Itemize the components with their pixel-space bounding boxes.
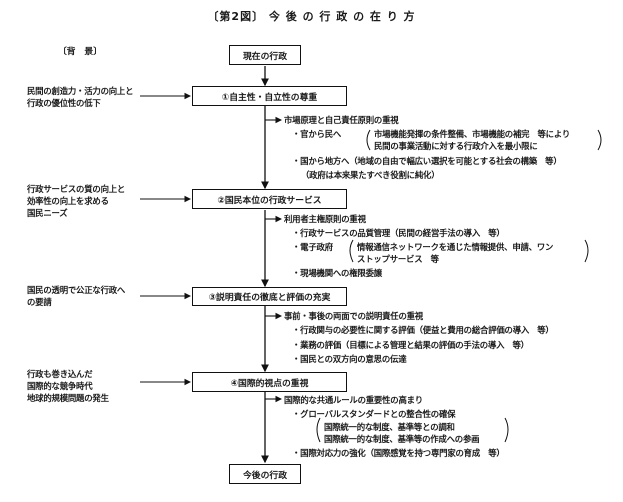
stage-4-detail-heading: 国際的な共通ルールの重要性の高まり bbox=[284, 395, 423, 405]
stage-1-box: ①自主性・自立性の尊重 bbox=[192, 86, 347, 106]
stage-4-detail-3: 国際統一的な制度、基準等との調和 bbox=[324, 422, 455, 432]
bracket-4-right bbox=[504, 417, 509, 443]
bracket-2-left bbox=[349, 239, 354, 263]
bracket-2-right bbox=[584, 239, 589, 263]
stage-2-detail-3: ・電子政府 bbox=[292, 242, 333, 252]
background-3-line-2: の要請 bbox=[27, 297, 52, 307]
background-heading: 〔背 景〕 bbox=[58, 47, 102, 57]
stage-1-detail-3: 市場機能発揮の条件整備、市場機能の補完 等により bbox=[374, 129, 571, 139]
stage-2-detail-heading: 利用者主権原則の重視 bbox=[284, 214, 366, 224]
diagram-title: 〔第2図〕 今 後 の 行 政 の 在 り 方 bbox=[207, 10, 416, 23]
stage-2-detail-2: ・行政サービスの品質管理（民間の経営手法の導入 等） bbox=[292, 228, 505, 238]
background-3-line-1: 国民の透明で公正な行政へ bbox=[27, 285, 126, 295]
background-2-line-3: 国民ニーズ bbox=[27, 208, 68, 218]
stage-1-detail-heading: 市場原理と自己責任原則の重視 bbox=[284, 115, 399, 125]
stage-3-detail-heading: 事前・事後の両面での説明責任の重視 bbox=[284, 311, 423, 321]
background-4-line-1: 行政も巻き込んだ bbox=[27, 369, 93, 379]
background-1-line-1: 民間の創造力・活力の向上と bbox=[27, 86, 134, 96]
background-2-line-1: 行政サービスの質の向上と bbox=[27, 184, 126, 194]
stage-3-box: ③説明責任の徹底と評価の充実 bbox=[192, 287, 347, 306]
stage-4-detail-2: ・グローバルスタンダードとの整合性の確保 bbox=[292, 409, 456, 419]
background-4-line-3: 地球的規模問題の発生 bbox=[27, 393, 109, 403]
stage-1-detail-6: （政府は本来果たすべき役割に純化） bbox=[301, 170, 440, 180]
stage-1-detail-4: 民間の事業活動に対する行政介入を最小限に bbox=[374, 141, 538, 151]
stage-2-detail-4: 情報通信ネットワークを通じた情報提供、申請、ワン bbox=[357, 242, 554, 252]
stage-1-detail-5: ・国から地方へ（地域の自由で幅広い選択を可能とする社会の構築 等） bbox=[292, 156, 562, 166]
background-1-line-2: 行政の優位性の低下 bbox=[27, 98, 101, 108]
stage-1-detail-2: ・官から民へ bbox=[292, 129, 342, 139]
stage-3-detail-4: ・国民との双方向の意思の伝達 bbox=[292, 354, 407, 364]
bracket-1-left bbox=[366, 129, 371, 151]
stage-3-detail-2: ・行政関与の必要性に関する評価（便益と費用の総合評価の導入 等） bbox=[292, 325, 554, 335]
future-administration-box: 今後の行政 bbox=[229, 464, 301, 484]
background-2-line-2: 効率性の向上を求める bbox=[27, 196, 109, 206]
stage-4-detail-5: ・国際対応力の強化（国際感覚を持つ専門家の育成 等） bbox=[292, 448, 505, 458]
background-4-line-2: 国際的な競争時代 bbox=[27, 381, 93, 391]
stage-4-box: ④国際的視点の重視 bbox=[192, 372, 347, 392]
stage-2-detail-5: ストップサービス 等 bbox=[357, 254, 439, 264]
bracket-4-left bbox=[316, 417, 321, 443]
current-administration-box: 現在の行政 bbox=[229, 45, 301, 65]
stage-3-detail-3: ・業務の評価（目標による管理と結果の評価の手法の導入 等） bbox=[292, 340, 529, 350]
bracket-1-right bbox=[597, 129, 602, 151]
stage-4-detail-4: 国際統一的な制度、基準等の作成への参画 bbox=[324, 434, 480, 444]
stage-2-box: ②国民本位の行政サービス bbox=[192, 189, 347, 209]
stage-2-detail-6: ・現場機関への権限委譲 bbox=[292, 268, 382, 278]
